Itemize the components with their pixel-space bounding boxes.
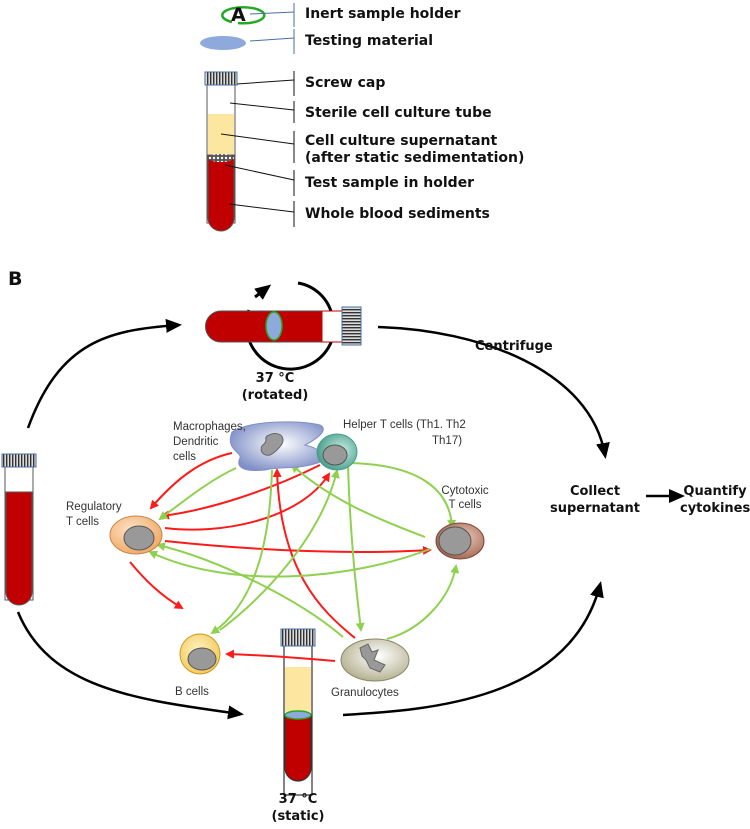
b-cells-label: B cells — [175, 686, 209, 698]
arrow-to-static — [16, 611, 244, 720]
rotated-tube-icon — [205, 306, 362, 346]
macrophages-label-1: Macrophages, — [173, 421, 246, 433]
regulatory-label-2: T cells — [66, 516, 100, 528]
macrophage-cell — [229, 421, 324, 471]
legend-screw-cap: Screw cap — [305, 75, 386, 91]
macrophages-label-3: cells — [173, 451, 197, 463]
helper-label-2: Th17) — [432, 435, 463, 447]
centrifuge-label: Centrifuge — [475, 339, 553, 354]
cytotoxic-label-1: Cytotoxic — [441, 485, 489, 497]
legend-test-sample: Test sample in holder — [305, 175, 475, 191]
b-cell — [179, 633, 221, 675]
collect-line2: supernatant — [549, 501, 640, 516]
panel-a-legend-graphics — [200, 3, 295, 232]
granulocyte-cell — [340, 638, 410, 682]
rotated-temp: 37 °C — [255, 371, 295, 386]
quantify-line1: Quantify — [683, 484, 747, 499]
rotated-mode: (rotated) — [241, 388, 309, 403]
regulatory-t-cell — [109, 515, 163, 555]
testing-material-icon — [200, 36, 246, 50]
helper-t-cell — [316, 433, 358, 471]
arrow-static-to-collect — [342, 581, 604, 717]
cytotoxic-t-cell — [435, 522, 485, 560]
quantify-line2: cytokines — [680, 501, 750, 516]
legend-testing-material: Testing material — [305, 33, 434, 49]
regulatory-label-1: Regulatory — [66, 501, 122, 513]
activation-arrows — [148, 462, 460, 640]
legend-blood-sediments: Whole blood sediments — [305, 206, 490, 222]
granulocytes-label: Granulocytes — [331, 687, 399, 699]
static-temp: 37 °C — [278, 792, 318, 807]
panel-b-label: B — [8, 268, 23, 290]
legend-sterile-tube: Sterile cell culture tube — [305, 105, 492, 121]
collect-line1: Collect — [569, 484, 621, 499]
legend-supernatant-note: (after static sedimentation) — [305, 150, 525, 166]
leader-line — [249, 37, 295, 42]
inhibition-arrows — [129, 452, 432, 662]
static-mode: (static) — [271, 809, 325, 824]
arrow-to-rotation — [26, 318, 182, 429]
tube-a-icon — [204, 71, 238, 232]
static-tube-icon — [280, 628, 316, 796]
helper-label-1: Helper T cells (Th1. Th2 — [343, 419, 466, 431]
tube-a-leaders — [220, 71, 295, 227]
macrophages-label-2: Dendritic — [173, 436, 219, 448]
panel-a-label: A — [231, 4, 246, 26]
arrow-centrifuge — [377, 325, 610, 459]
flow-arrows — [16, 318, 610, 720]
legend-supernatant: Cell culture supernatant — [305, 133, 498, 149]
legend-inert-sample-holder: Inert sample holder — [305, 6, 461, 22]
whole-blood-tube-icon — [1, 453, 37, 606]
cytotoxic-label-2: T cells — [448, 499, 482, 511]
inert-holder-ring-icon — [221, 6, 266, 25]
leader-line — [249, 11, 295, 15]
